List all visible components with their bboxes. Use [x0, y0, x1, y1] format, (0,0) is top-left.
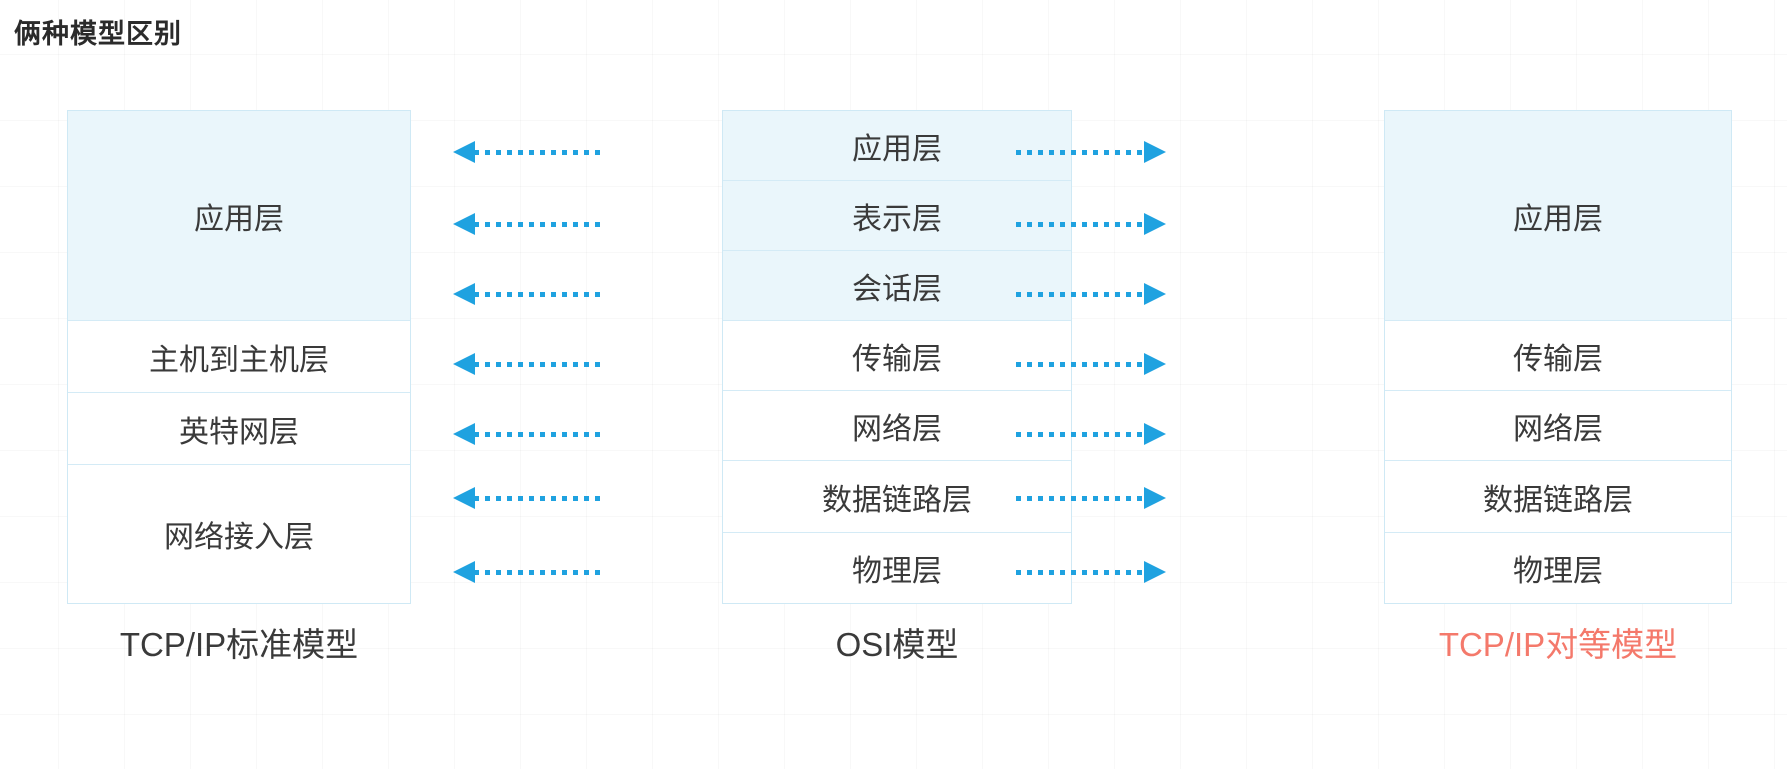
dotted-line [474, 149, 603, 155]
caption-osi-model: OSI模型 [835, 626, 959, 663]
arrowhead-right-icon [1144, 283, 1166, 305]
dotted-line [474, 361, 603, 367]
layer-cell[interactable]: 物理层 [723, 533, 1071, 603]
dotted-line [474, 221, 603, 227]
arrowhead-right-icon [1144, 487, 1166, 509]
dotted-line [1016, 431, 1145, 437]
arrowhead-right-icon [1144, 141, 1166, 163]
dotted-line [474, 291, 603, 297]
arrow-left-icon [453, 561, 603, 583]
column-osi-model: 应用层 表示层 会话层 传输层 网络层 数据链路层 物理层 [722, 110, 1072, 604]
dotted-line [1016, 291, 1145, 297]
layer-cell[interactable]: 会话层 [723, 251, 1071, 321]
layer-cell[interactable]: 物理层 [1385, 533, 1731, 603]
arrow-right-icon [1016, 213, 1166, 235]
arrowhead-right-icon [1144, 213, 1166, 235]
dotted-line [1016, 495, 1145, 501]
arrow-left-icon [453, 423, 603, 445]
layer-cell[interactable]: 传输层 [1385, 321, 1731, 391]
layer-cell[interactable]: 数据链路层 [1385, 461, 1731, 533]
arrow-right-icon [1016, 283, 1166, 305]
arrow-right-icon [1016, 423, 1166, 445]
arrow-left-icon [453, 487, 603, 509]
dotted-line [1016, 361, 1145, 367]
column-tcpip-standard-model: 应用层 主机到主机层 英特网层 网络接入层 [67, 110, 411, 604]
arrowhead-right-icon [1144, 423, 1166, 445]
dotted-line [1016, 149, 1145, 155]
arrowhead-left-icon [453, 353, 475, 375]
arrow-right-icon [1016, 561, 1166, 583]
dotted-line [474, 569, 603, 575]
arrow-right-icon [1016, 487, 1166, 509]
layer-cell[interactable]: 应用层 [723, 111, 1071, 181]
arrow-right-icon [1016, 141, 1166, 163]
page-title: 俩种模型区别 [14, 19, 182, 49]
caption-tcpip-standard-model: TCP/IP标准模型 [119, 626, 359, 663]
arrowhead-left-icon [453, 561, 475, 583]
arrowhead-left-icon [453, 213, 475, 235]
layer-cell[interactable]: 应用层 [1385, 111, 1731, 321]
dotted-line [474, 495, 603, 501]
arrow-left-icon [453, 283, 603, 305]
dotted-line [1016, 569, 1145, 575]
arrowhead-left-icon [453, 487, 475, 509]
arrow-lane-left [453, 0, 603, 583]
arrow-left-icon [453, 213, 603, 235]
arrowhead-right-icon [1144, 353, 1166, 375]
layer-cell[interactable]: 英特网层 [68, 393, 410, 465]
dotted-line [1016, 221, 1145, 227]
layer-cell[interactable]: 主机到主机层 [68, 321, 410, 393]
layer-cell[interactable]: 应用层 [68, 111, 410, 321]
arrow-left-icon [453, 353, 603, 375]
column-tcpip-peer-model: 应用层 传输层 网络层 数据链路层 物理层 [1384, 110, 1732, 604]
layer-cell[interactable]: 网络接入层 [68, 465, 410, 603]
layer-cell[interactable]: 网络层 [1385, 391, 1731, 461]
layer-cell[interactable]: 表示层 [723, 181, 1071, 251]
arrowhead-left-icon [453, 283, 475, 305]
layer-cell[interactable]: 网络层 [723, 391, 1071, 461]
layer-cell[interactable]: 传输层 [723, 321, 1071, 391]
layer-cell[interactable]: 数据链路层 [723, 461, 1071, 533]
arrow-right-icon [1016, 353, 1166, 375]
arrow-lane-right [1016, 0, 1166, 583]
dotted-line [474, 431, 603, 437]
arrow-left-icon [453, 141, 603, 163]
arrowhead-right-icon [1144, 561, 1166, 583]
arrowhead-left-icon [453, 423, 475, 445]
arrowhead-left-icon [453, 141, 475, 163]
caption-tcpip-peer-model: TCP/IP对等模型 [1438, 626, 1678, 663]
